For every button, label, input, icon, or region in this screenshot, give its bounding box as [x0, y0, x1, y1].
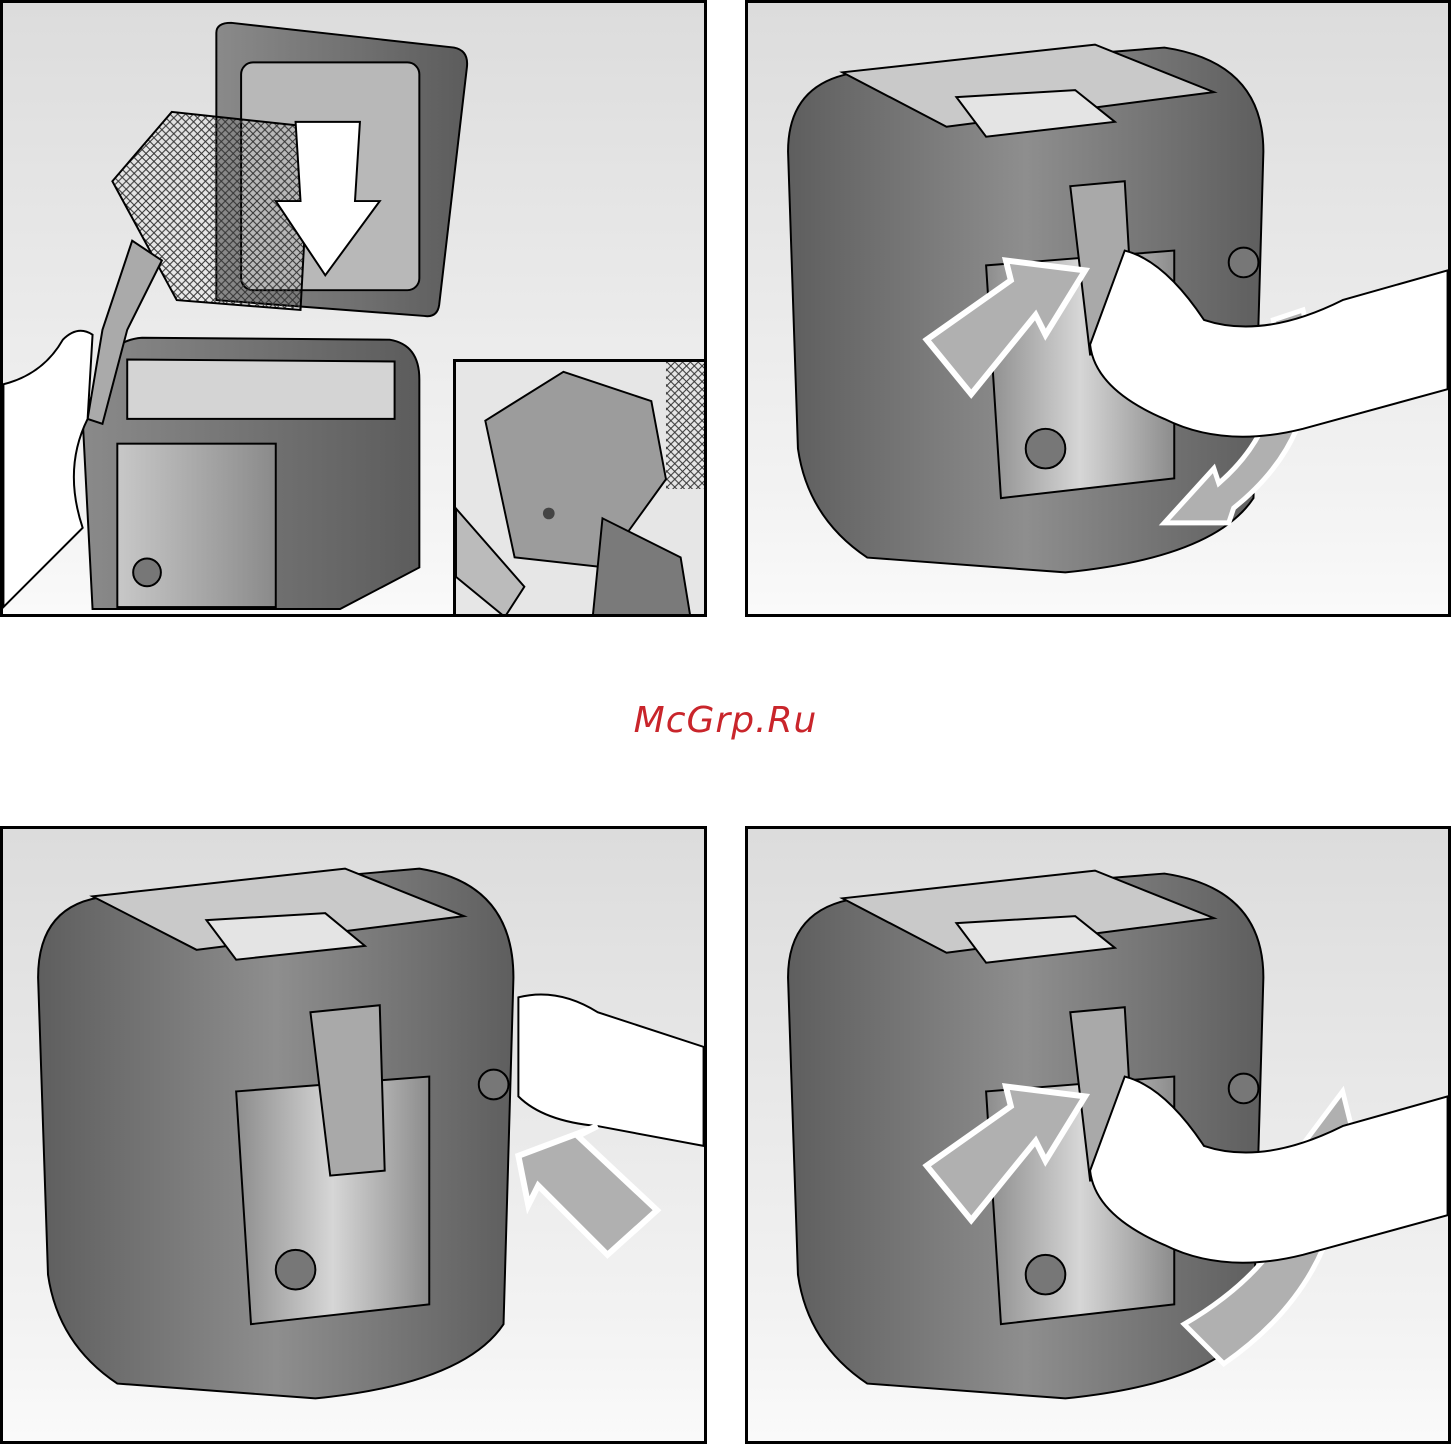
hand-icon [518, 995, 703, 1146]
illustration-panel-press-latch-open [745, 0, 1451, 617]
press-latch-close-illustration [748, 829, 1448, 1441]
thermostat-knob-icon [1026, 1255, 1066, 1295]
detail-inset-basket-hook [453, 359, 707, 617]
hand-icon [1090, 251, 1447, 437]
diagonal-up-arrow-icon [518, 1126, 657, 1255]
press-latch-open-illustration [748, 3, 1448, 614]
thermostat-knob-icon [133, 559, 161, 587]
hand-icon [1090, 1077, 1447, 1263]
side-button-icon [479, 1070, 509, 1100]
side-button-icon [1229, 1074, 1259, 1104]
illustration-panel-insert-basket [0, 0, 707, 617]
thermostat-knob-icon [276, 1250, 316, 1290]
thermostat-knob-icon [1026, 429, 1066, 469]
side-button-icon [1229, 248, 1259, 278]
press-side-button-illustration [3, 829, 704, 1441]
illustration-panel-press-side-button [0, 826, 707, 1444]
watermark-text: McGrp.Ru [0, 700, 1451, 741]
hand-icon [3, 331, 92, 607]
oil-bowl [127, 359, 394, 418]
illustration-panel-press-latch-close [745, 826, 1451, 1444]
basket-hook-detail [456, 362, 707, 617]
